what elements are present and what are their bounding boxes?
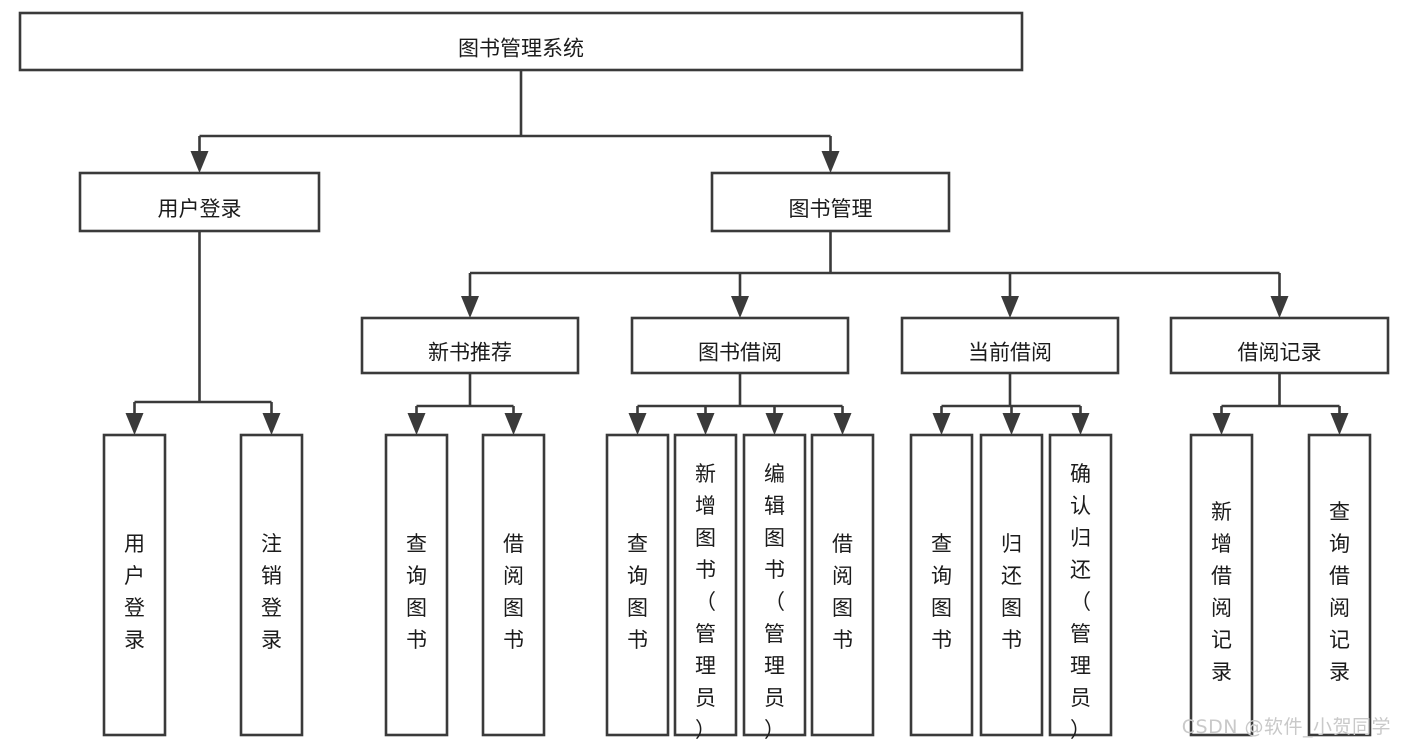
node-box-br-add-record [1189, 433, 1254, 737]
node-current-borrow[interactable]: 当前借阅 [900, 316, 1120, 375]
node-label-bb-edit-book: 编辑图书（管理员） [764, 462, 785, 742]
node-box-bb-add-book [673, 433, 738, 737]
node-box-root [18, 11, 1024, 72]
arrow-head-icon [461, 296, 479, 318]
node-root[interactable]: 图书管理系统 [18, 11, 1024, 72]
node-box-new-book-recommend [360, 316, 580, 375]
node-box-login-do [102, 433, 167, 737]
connector-group-user-login [125, 231, 281, 435]
node-label-login-do: 用户登录 [124, 532, 145, 652]
node-cb-return-book[interactable]: 归还图书 [979, 433, 1044, 737]
connector-group-new-book-recommend [407, 373, 523, 435]
node-box-current-borrow [900, 316, 1120, 375]
node-label-cb-confirm-return: 确认归还（管理员） [1070, 462, 1091, 742]
node-user-login[interactable]: 用户登录 [78, 171, 321, 233]
node-new-book-recommend[interactable]: 新书推荐 [360, 316, 580, 375]
watermark-text: CSDN @软件_小贺同学 [1181, 716, 1391, 738]
node-box-cb-return-book [979, 433, 1044, 737]
arrow-head-icon [731, 296, 749, 318]
node-label-current-borrow: 当前借阅 [968, 341, 1052, 365]
arrow-head-icon [932, 413, 951, 435]
node-label-borrow-record: 借阅记录 [1238, 341, 1322, 365]
connector-group-borrow-record [1212, 373, 1349, 435]
node-label-book-management: 图书管理 [789, 197, 873, 221]
node-bb-borrow-book[interactable]: 借阅图书 [810, 433, 875, 737]
node-box-logout-do [239, 433, 304, 737]
node-login-do[interactable]: 用户登录 [102, 433, 167, 737]
node-borrow-record[interactable]: 借阅记录 [1169, 316, 1390, 375]
node-label-rec-borrow-book: 借阅图书 [503, 532, 524, 652]
arrow-head-icon [407, 413, 426, 435]
node-label-cb-return-book: 归还图书 [1001, 532, 1022, 652]
node-box-book-borrow [630, 316, 850, 375]
node-box-user-login [78, 171, 321, 233]
node-box-br-query-record [1307, 433, 1372, 737]
node-label-cb-query-book: 查询图书 [931, 532, 952, 652]
arrow-head-icon [696, 413, 715, 435]
node-label-br-query-record: 查询借阅记录 [1329, 500, 1350, 684]
arrow-head-icon [1270, 296, 1289, 318]
arrow-head-icon [1001, 296, 1019, 318]
node-box-cb-query-book [909, 433, 974, 737]
arrow-head-icon [1212, 413, 1231, 435]
connector-group-book-management [461, 231, 1289, 318]
node-box-bb-edit-book [742, 433, 807, 737]
node-box-rec-query-book [384, 433, 449, 737]
arrow-head-icon [504, 413, 523, 435]
node-box-borrow-record [1169, 316, 1390, 375]
node-label-user-login: 用户登录 [158, 197, 242, 221]
arrow-head-icon [262, 413, 281, 435]
node-label-rec-query-book: 查询图书 [406, 532, 427, 652]
node-box-bb-borrow-book [810, 433, 875, 737]
arrow-head-icon [190, 151, 209, 173]
node-label-root: 图书管理系统 [458, 37, 584, 61]
arrow-head-icon [821, 151, 840, 173]
node-rec-borrow-book[interactable]: 借阅图书 [481, 433, 546, 737]
node-label-br-add-record: 新增借阅记录 [1211, 500, 1232, 684]
connector-group-current-borrow [932, 373, 1090, 435]
arrow-head-icon [833, 413, 852, 435]
arrow-head-icon [1002, 413, 1021, 435]
node-label-new-book-recommend: 新书推荐 [428, 341, 512, 365]
node-br-add-record[interactable]: 新增借阅记录 [1189, 433, 1254, 737]
node-rec-query-book[interactable]: 查询图书 [384, 433, 449, 737]
arrow-head-icon [125, 413, 144, 435]
node-label-book-borrow: 图书借阅 [698, 341, 782, 365]
node-box-cb-confirm-return [1048, 433, 1113, 737]
node-cb-confirm-return[interactable]: 确认归还（管理员） [1048, 433, 1113, 742]
connector-group-root [190, 70, 840, 173]
node-label-bb-borrow-book: 借阅图书 [832, 532, 853, 652]
node-book-management[interactable]: 图书管理 [710, 171, 951, 233]
arrow-head-icon [1071, 413, 1090, 435]
node-box-bb-query-book [605, 433, 670, 737]
node-logout-do[interactable]: 注销登录 [239, 433, 304, 737]
node-label-bb-add-book: 新增图书（管理员） [695, 462, 716, 742]
connector-group-book-borrow [628, 373, 852, 435]
node-layer: 图书管理系统用户登录图书管理用户登录注销登录新书推荐图书借阅当前借阅借阅记录查询… [18, 11, 1390, 742]
node-box-book-management [710, 171, 951, 233]
node-label-logout-do: 注销登录 [261, 532, 282, 652]
node-box-rec-borrow-book [481, 433, 546, 737]
arrow-head-icon [628, 413, 647, 435]
arrow-head-icon [765, 413, 784, 435]
node-br-query-record[interactable]: 查询借阅记录 [1307, 433, 1372, 737]
connector-layer [125, 70, 1349, 435]
node-bb-add-book[interactable]: 新增图书（管理员） [673, 433, 738, 742]
node-cb-query-book[interactable]: 查询图书 [909, 433, 974, 737]
arrow-head-icon [1330, 413, 1349, 435]
node-label-bb-query-book: 查询图书 [627, 532, 648, 652]
node-bb-query-book[interactable]: 查询图书 [605, 433, 670, 737]
node-book-borrow[interactable]: 图书借阅 [630, 316, 850, 375]
node-bb-edit-book[interactable]: 编辑图书（管理员） [742, 433, 807, 742]
